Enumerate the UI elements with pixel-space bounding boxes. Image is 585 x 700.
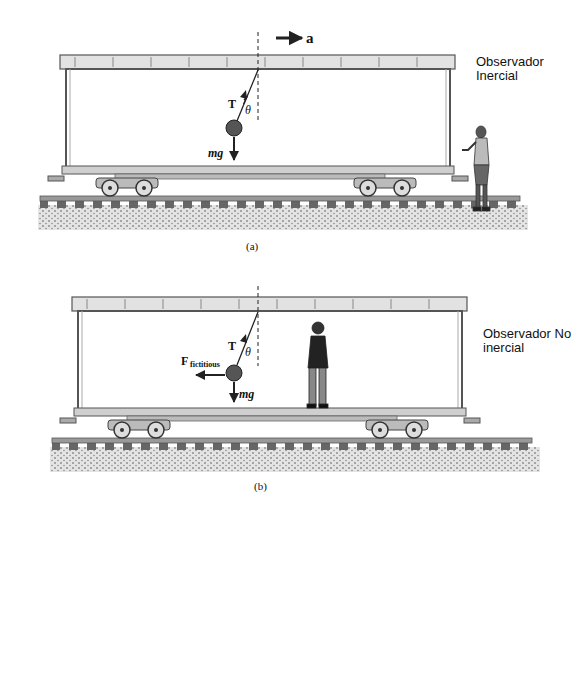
- acceleration-arrow: [276, 37, 302, 40]
- force-label: F: [181, 355, 188, 368]
- angle-label: θ: [245, 346, 251, 359]
- panel-label: (b): [254, 480, 267, 492]
- observer-label: Observador Inercial: [476, 55, 558, 84]
- railway-car: [38, 55, 528, 230]
- weight-label: mg: [239, 388, 254, 401]
- vertical-reference: [258, 32, 259, 122]
- observer-label: Observador No inercial: [483, 327, 575, 356]
- inertial-observer: [462, 126, 490, 211]
- force-subscript: fictitious: [190, 361, 220, 370]
- pendulum-string: [237, 70, 258, 121]
- panel-label: (a): [246, 240, 258, 252]
- pendulum-bob: [226, 120, 242, 136]
- noninertial-observer: [307, 322, 328, 408]
- tension-label: T: [228, 98, 236, 111]
- vertical-reference: [258, 286, 259, 366]
- pendulum-string: [237, 312, 258, 365]
- acceleration-label: a: [306, 30, 314, 47]
- weight-arrow: [233, 382, 235, 402]
- angle-label: θ: [245, 104, 251, 117]
- tension-label: T: [228, 340, 236, 353]
- weight-label: mg: [208, 147, 223, 160]
- tension-arrowhead: [240, 334, 247, 343]
- tension-arrowhead: [240, 90, 247, 99]
- fictitious-force-arrow: [196, 374, 225, 376]
- railway-car: [50, 297, 540, 472]
- pendulum-bob: [226, 365, 242, 381]
- weight-arrow: [233, 137, 235, 160]
